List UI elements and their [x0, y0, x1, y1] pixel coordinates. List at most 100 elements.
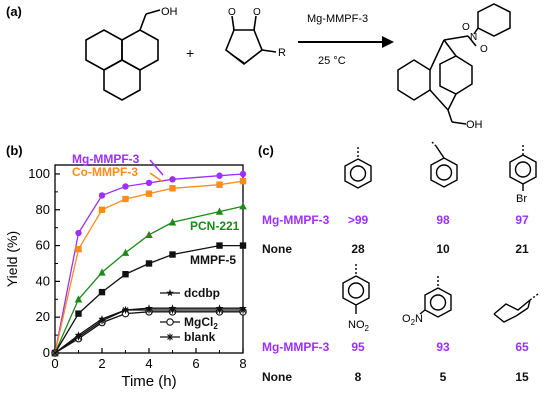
- reaction-scheme: OH + O O R Mg-MMPF-3 25 °C O N O OH: [85, 3, 511, 131]
- y-tick-label: 20: [36, 309, 50, 324]
- data-point-co-mmpf-3: [75, 245, 82, 253]
- label-blank: blank: [184, 330, 216, 344]
- row1-mg-value-1: >99: [347, 213, 369, 227]
- data-point-mg-mmpf-3: [122, 183, 129, 190]
- row1-mg-value-3: 97: [515, 213, 529, 227]
- y-axis-label: Yield (%): [4, 231, 20, 287]
- data-point-mg-mmpf-3: [145, 179, 153, 187]
- catalyst-label: Mg-MMPF-3: [307, 13, 368, 25]
- x-tick-label: 0: [51, 356, 58, 371]
- x-tick-label: 4: [145, 356, 152, 371]
- label-co-pointer: [149, 172, 164, 183]
- label-mmpf-5: MMPF-5: [190, 253, 236, 267]
- o-right: O: [480, 44, 488, 55]
- y-tick-label: 60: [36, 238, 50, 253]
- x-tick-label: 6: [192, 356, 199, 371]
- nitro-para-label: NO2: [348, 319, 370, 333]
- substrate-phenyl: [344, 147, 372, 189]
- row2-mg-value-3: 65: [515, 340, 529, 354]
- substrate-2-nitrophenyl: O2N: [402, 276, 452, 327]
- data-point-pcn-221: [168, 218, 177, 226]
- row1-none-value-1: 28: [351, 242, 365, 256]
- label-dcdbp: dcdbp: [184, 286, 220, 300]
- product-adduct: [397, 3, 511, 125]
- data-point-co-mmpf-3: [169, 185, 176, 192]
- series-line-mgcl2: [54, 311, 243, 354]
- substrate-benzyl: [430, 141, 458, 188]
- series-line-mmpf-5: [54, 244, 243, 354]
- data-point-blank: [122, 306, 129, 314]
- data-point-pcn-221: [98, 268, 106, 276]
- data-point-mg-mmpf-3: [239, 170, 247, 178]
- row2-mg-value-1: 95: [351, 340, 365, 354]
- data-point-co-mmpf-3: [145, 190, 153, 197]
- row2-mg-label: Mg-MMPF-3: [262, 340, 330, 354]
- cyclopentenedione: [225, 15, 277, 66]
- series-line-blank: [54, 309, 243, 354]
- series-line-dcdbp: [54, 307, 243, 354]
- data-point-mmpf-5: [75, 310, 82, 317]
- temperature-label: 25 °C: [318, 55, 346, 67]
- r-group: R: [278, 47, 286, 59]
- data-point-mmpf-5: [239, 242, 247, 249]
- label-mgcl2: MgCl2: [184, 315, 218, 331]
- anthracene-methanol: [85, 9, 161, 101]
- y-tick-label: 100: [28, 166, 50, 181]
- plus-sign: +: [186, 45, 194, 61]
- y-tick-label: 40: [36, 273, 50, 288]
- data-point-co-mmpf-3: [239, 177, 247, 185]
- data-point-mg-mmpf-3: [216, 172, 223, 179]
- row2-none-label: None: [262, 370, 292, 384]
- legend-marker-dcdbp: [166, 289, 174, 297]
- data-point-co-mmpf-3: [216, 181, 223, 188]
- data-point-blank: [216, 306, 223, 314]
- arrow-head: [382, 36, 394, 48]
- oh-right: OH: [466, 119, 483, 131]
- data-point-mg-mmpf-3: [75, 229, 82, 237]
- data-point-mg-mmpf-3: [98, 192, 106, 199]
- oh-left: OH: [161, 6, 178, 18]
- y-tick-label: 0: [43, 345, 50, 360]
- data-point-pcn-221: [74, 295, 83, 303]
- o-top: O: [462, 22, 470, 33]
- y-tick-label: 80: [36, 202, 50, 217]
- series-line-pcn-221: [54, 205, 244, 354]
- nitro-ortho-label: O2N: [402, 313, 423, 327]
- data-point-pcn-221: [145, 230, 153, 239]
- label-mg-pointer: [149, 159, 164, 176]
- o-right-ketone: O: [253, 7, 261, 18]
- data-point-blank: [239, 306, 247, 314]
- panel-label-b: (b): [6, 143, 23, 158]
- data-point-blank: [169, 306, 176, 314]
- row1-none-label: None: [262, 242, 292, 256]
- n-atom: N: [470, 32, 477, 43]
- data-point-blank: [51, 349, 59, 357]
- substrate-4-nitrophenyl: NO2: [342, 264, 370, 333]
- label-mgcl2-sub: 2: [213, 322, 218, 331]
- data-point-co-mmpf-3: [98, 206, 106, 213]
- row2-mg-value-2: 93: [436, 340, 450, 354]
- data-point-mmpf-5: [145, 260, 153, 267]
- data-point-blank: [98, 317, 106, 325]
- legend-marker-blank: [166, 333, 174, 341]
- row1-mg-label: Mg-MMPF-3: [262, 213, 330, 227]
- series-line-mg-mmpf-3: [54, 173, 244, 354]
- row2-none-value-3: 15: [515, 370, 529, 384]
- label-mgcl2-main: MgCl: [184, 315, 213, 329]
- x-axis-label: Time (h): [121, 373, 176, 390]
- data-point-mmpf-5: [216, 242, 223, 249]
- label-pcn-221: PCN-221: [190, 219, 240, 233]
- row2-none-value-2: 5: [439, 370, 447, 384]
- x-tick-label: 8: [239, 356, 246, 371]
- label-mg-mmpf-3: Mg-MMPF-3: [72, 152, 140, 166]
- row1-mg-value-2: 98: [436, 213, 450, 227]
- data-point-pcn-221: [239, 202, 247, 210]
- label-co-mmpf-3: Co-MMPF-3: [72, 165, 138, 179]
- data-point-mmpf-5: [169, 251, 176, 258]
- data-point-pcn-221: [215, 207, 224, 215]
- o-left: O: [228, 7, 236, 18]
- data-point-blank: [75, 333, 82, 341]
- data-point-blank: [145, 306, 153, 314]
- data-point-mg-mmpf-3: [169, 176, 176, 183]
